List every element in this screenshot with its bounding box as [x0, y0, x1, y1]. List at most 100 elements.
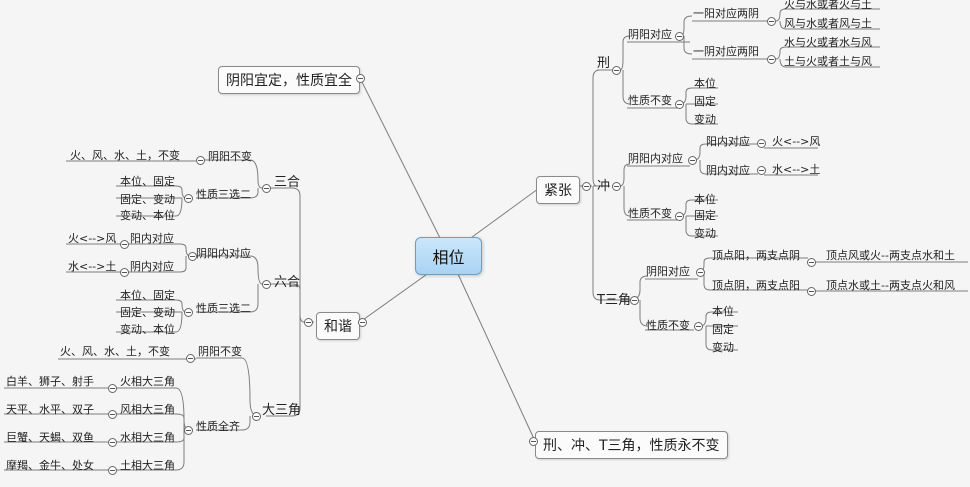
- collapse-toggle-icon[interactable]: [184, 194, 193, 203]
- leaf-chong-xingzhi-1[interactable]: 固定: [694, 209, 716, 222]
- leaf-liuhe-xingzhi-2[interactable]: 变动、本位: [120, 323, 175, 336]
- node-yiyin[interactable]: 一阴对应两阳: [693, 45, 759, 58]
- collapse-toggle-icon[interactable]: [262, 280, 271, 289]
- node-liuhe-yinyang[interactable]: 阴阳内对应: [196, 247, 251, 260]
- node-dasanjiao[interactable]: 大三角: [262, 403, 302, 418]
- leaf-t-a[interactable]: 顶点风或火--两支点水和土: [826, 249, 955, 262]
- leaf-chong-xingzhi-0[interactable]: 本位: [694, 193, 716, 206]
- collapse-toggle-icon[interactable]: [108, 466, 117, 475]
- leaf-fire-trine[interactable]: 白羊、狮子、射手: [6, 375, 94, 388]
- leaf-sanhe-xingzhi-2[interactable]: 变动、本位: [120, 209, 175, 222]
- leaf-t-xingzhi-0[interactable]: 本位: [712, 305, 734, 318]
- leaf-xing-xingzhi-2[interactable]: 变动: [694, 113, 716, 126]
- collapse-toggle-icon[interactable]: [757, 139, 766, 148]
- collapse-toggle-icon[interactable]: [108, 410, 117, 419]
- node-sanhe-xingzhi[interactable]: 性质三选二: [196, 188, 251, 201]
- collapse-toggle-icon[interactable]: [262, 184, 271, 193]
- leaf-xing-xingzhi-0[interactable]: 本位: [694, 77, 716, 90]
- node-tsanjiao[interactable]: T三角: [597, 293, 631, 308]
- node-earth-trine[interactable]: 土相大三角: [120, 459, 175, 472]
- node-fire-trine[interactable]: 火相大三角: [120, 375, 175, 388]
- leaf-liuhe-xingzhi-0[interactable]: 本位、固定: [120, 289, 175, 302]
- leaf-chong-xingzhi-2[interactable]: 变动: [694, 227, 716, 240]
- collapse-toggle-icon[interactable]: [120, 268, 129, 277]
- leaf-liuhe-yin[interactable]: 水<-->土: [68, 260, 117, 273]
- collapse-toggle-icon[interactable]: [694, 322, 703, 331]
- leaf-yiyin-0[interactable]: 水与火或者水与风: [784, 36, 872, 49]
- collapse-toggle-icon[interactable]: [186, 354, 195, 363]
- node-liuhe-yin[interactable]: 阴内对应: [130, 260, 174, 273]
- collapse-toggle-icon[interactable]: [675, 212, 684, 221]
- collapse-toggle-icon[interactable]: [252, 412, 261, 421]
- node-xing-xingzhi[interactable]: 性质不变: [628, 94, 672, 107]
- node-dasanjiao-xingzhi[interactable]: 性质全齐: [196, 420, 240, 433]
- note-yinyang-yiding[interactable]: 阴阳宜定，性质宜全: [218, 66, 360, 94]
- leaf-yiyang-1[interactable]: 风与水或者风与土: [784, 17, 872, 30]
- collapse-toggle-icon[interactable]: [630, 296, 639, 305]
- node-dasanjiao-yinyang[interactable]: 阴阳不变: [198, 345, 242, 358]
- leaf-t-b[interactable]: 顶点水或土--两支点火和风: [826, 279, 955, 292]
- collapse-toggle-icon[interactable]: [108, 384, 117, 393]
- leaf-sanhe-yinyang[interactable]: 火、风、水、土，不变: [70, 149, 180, 162]
- collapse-toggle-icon[interactable]: [688, 156, 697, 165]
- collapse-toggle-icon[interactable]: [612, 182, 621, 191]
- leaf-water-trine[interactable]: 巨蟹、天蝎、双鱼: [6, 431, 94, 444]
- node-sanhe[interactable]: 三合: [274, 175, 301, 190]
- root-node[interactable]: 相位: [415, 237, 482, 275]
- node-chong-xingzhi[interactable]: 性质不变: [628, 207, 672, 220]
- collapse-toggle-icon[interactable]: [767, 55, 776, 64]
- collapse-toggle-icon[interactable]: [612, 66, 621, 75]
- collapse-toggle-icon[interactable]: [696, 268, 705, 277]
- collapse-toggle-icon[interactable]: [358, 318, 367, 327]
- node-liuhe-xingzhi[interactable]: 性质三选二: [196, 302, 251, 315]
- collapse-toggle-icon[interactable]: [757, 166, 766, 175]
- leaf-yiyin-1[interactable]: 土与火或者土与风: [784, 55, 872, 68]
- collapse-toggle-icon[interactable]: [304, 318, 313, 327]
- leaf-liuhe-yang[interactable]: 火<-->风: [68, 232, 117, 245]
- leaf-xing-xingzhi-1[interactable]: 固定: [694, 95, 716, 108]
- collapse-toggle-icon[interactable]: [188, 252, 197, 261]
- node-xing-yinyang[interactable]: 阴阳对应: [628, 28, 672, 41]
- node-xing[interactable]: 刑: [597, 56, 611, 71]
- node-sanhe-yinyang[interactable]: 阴阳不变: [208, 150, 252, 163]
- collapse-toggle-icon[interactable]: [582, 182, 591, 191]
- leaf-t-xingzhi-1[interactable]: 固定: [712, 323, 734, 336]
- collapse-toggle-icon[interactable]: [767, 17, 776, 26]
- collapse-toggle-icon[interactable]: [807, 258, 816, 267]
- leaf-earth-trine[interactable]: 摩羯、金牛、处女: [6, 459, 94, 472]
- collapse-toggle-icon[interactable]: [675, 100, 684, 109]
- node-water-trine[interactable]: 水相大三角: [120, 431, 175, 444]
- branch-hexie[interactable]: 和谐: [316, 312, 360, 340]
- node-chong[interactable]: 冲: [597, 179, 611, 194]
- collapse-toggle-icon[interactable]: [529, 437, 538, 446]
- leaf-yiyang-0[interactable]: 火与水或者火与土: [784, 0, 872, 11]
- node-chong-yin[interactable]: 阴内对应: [706, 164, 750, 177]
- node-t-a[interactable]: 顶点阳，两支点阴: [712, 249, 800, 262]
- node-yiyang[interactable]: 一阳对应两阴: [693, 7, 759, 20]
- leaf-chong-yang[interactable]: 火<-->风: [772, 135, 821, 148]
- collapse-toggle-icon[interactable]: [184, 426, 193, 435]
- node-t-b[interactable]: 顶点阴，两支点阳: [712, 279, 800, 292]
- leaf-sanhe-xingzhi-0[interactable]: 本位、固定: [120, 175, 175, 188]
- node-t-xingzhi[interactable]: 性质不变: [646, 319, 690, 332]
- node-air-trine[interactable]: 风相大三角: [120, 403, 175, 416]
- collapse-toggle-icon[interactable]: [356, 74, 365, 83]
- leaf-chong-yin[interactable]: 水<-->土: [772, 163, 821, 176]
- leaf-sanhe-xingzhi-1[interactable]: 固定、变动: [120, 193, 175, 206]
- collapse-toggle-icon[interactable]: [675, 32, 684, 41]
- collapse-toggle-icon[interactable]: [807, 287, 816, 296]
- branch-jinzhang[interactable]: 紧张: [536, 176, 580, 204]
- note-xing-chong-t[interactable]: 刑、冲、T三角，性质永不变: [535, 431, 728, 459]
- collapse-toggle-icon[interactable]: [108, 438, 117, 447]
- leaf-dasanjiao-yinyang[interactable]: 火、风、水、土，不变: [60, 345, 170, 358]
- node-t-yinyang[interactable]: 阴阳对应: [646, 265, 690, 278]
- node-liuhe[interactable]: 六合: [274, 275, 301, 290]
- leaf-t-xingzhi-2[interactable]: 变动: [712, 341, 734, 354]
- leaf-liuhe-xingzhi-1[interactable]: 固定、变动: [120, 306, 175, 319]
- node-liuhe-yang[interactable]: 阳内对应: [130, 232, 174, 245]
- collapse-toggle-icon[interactable]: [184, 308, 193, 317]
- node-chong-yinyang[interactable]: 阴阳内对应: [628, 152, 683, 165]
- node-chong-yang[interactable]: 阳内对应: [706, 135, 750, 148]
- leaf-air-trine[interactable]: 天平、水平、双子: [6, 403, 94, 416]
- collapse-toggle-icon[interactable]: [120, 240, 129, 249]
